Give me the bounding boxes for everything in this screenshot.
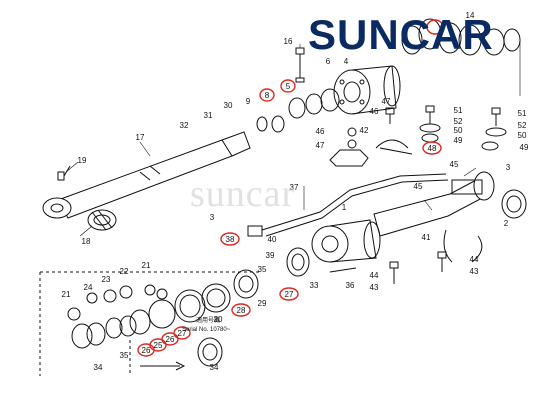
head-bushings xyxy=(256,88,340,133)
callout-3: 3 xyxy=(506,163,511,172)
callout-52b: 52 xyxy=(518,121,527,130)
callout-6: 6 xyxy=(326,57,331,66)
callout-21: 21 xyxy=(62,290,71,299)
callout-48: 48 xyxy=(428,144,437,153)
highlight-27a xyxy=(279,287,299,301)
callout-18: 18 xyxy=(82,237,91,246)
callout-40: 40 xyxy=(268,235,277,244)
callout-39: 39 xyxy=(266,251,275,260)
callout-46: 46 xyxy=(370,107,379,116)
highlight-48 xyxy=(422,141,442,155)
callout-43: 43 xyxy=(370,283,379,292)
callout-42: 42 xyxy=(360,126,369,135)
callout-22: 22 xyxy=(120,267,129,276)
mount-bolts xyxy=(329,251,447,284)
highlight-27b xyxy=(173,326,191,340)
callout-43b: 43 xyxy=(470,267,479,276)
highlight-25 xyxy=(149,338,167,352)
highlight-8 xyxy=(259,88,275,102)
piston xyxy=(233,219,381,299)
callout-26b: 26 xyxy=(142,346,151,355)
callout-27: 27 xyxy=(285,290,294,299)
callout-20: 20 xyxy=(214,315,223,324)
callout-44: 44 xyxy=(370,271,379,280)
callout-49b: 49 xyxy=(520,143,529,152)
highlight-5 xyxy=(280,79,296,93)
callout-46b: 46 xyxy=(316,127,325,136)
brand-logo: SUNCAR xyxy=(308,11,494,58)
callout-25: 25 xyxy=(154,341,163,350)
callout-26: 26 xyxy=(166,335,175,344)
serial-note-line2: Serial No. 10780~ xyxy=(182,327,231,333)
callout-36: 36 xyxy=(346,281,355,290)
callout-3b: 3 xyxy=(210,213,215,222)
callout-45b: 45 xyxy=(414,182,423,191)
callout-17: 17 xyxy=(136,133,145,142)
seal-kit xyxy=(71,283,231,349)
callout-45: 45 xyxy=(450,160,459,169)
tube-bushing xyxy=(501,189,527,219)
piston-rod xyxy=(42,131,251,219)
callout-47b: 47 xyxy=(316,141,325,150)
callout-2: 2 xyxy=(504,219,509,228)
callout-51b: 51 xyxy=(518,109,527,118)
callout-1: 1 xyxy=(342,203,347,212)
callout-27b: 27 xyxy=(178,329,187,338)
callout-35b: 35 xyxy=(120,351,129,360)
highlight-top xyxy=(426,19,444,35)
highlight-26 xyxy=(161,332,179,346)
callout-28: 28 xyxy=(237,306,246,315)
callout-14: 14 xyxy=(466,11,475,20)
serial-box xyxy=(39,271,260,376)
callout-51: 51 xyxy=(454,106,463,115)
callout-37: 37 xyxy=(290,183,299,192)
callout-44b: 44 xyxy=(470,255,479,264)
callout-16: 16 xyxy=(284,37,293,46)
highlight-28 xyxy=(231,303,251,317)
cylinder-head xyxy=(333,65,401,115)
rod-bushing xyxy=(87,209,117,231)
callout-29: 29 xyxy=(258,299,267,308)
callout-32: 32 xyxy=(180,121,189,130)
pipe-clamp xyxy=(329,139,413,167)
grease-nipple xyxy=(57,165,71,181)
bolt-16 xyxy=(295,47,305,83)
callout-47: 47 xyxy=(382,97,391,106)
callout-41: 41 xyxy=(422,233,431,242)
callout-38: 38 xyxy=(226,235,235,244)
cylinder-tube xyxy=(373,171,495,263)
callout-24: 24 xyxy=(84,283,93,292)
callout-49: 49 xyxy=(454,136,463,145)
highlight-38 xyxy=(220,232,240,246)
small-bushings xyxy=(67,284,168,321)
callout-34: 34 xyxy=(94,363,103,372)
callout-19: 19 xyxy=(78,156,87,165)
callout-9: 9 xyxy=(246,97,251,106)
callout-31: 31 xyxy=(204,111,213,120)
callout-35: 35 xyxy=(258,265,267,274)
callout-52: 52 xyxy=(454,117,463,126)
callout-50: 50 xyxy=(454,126,463,135)
callout-33: 33 xyxy=(310,281,319,290)
callout-21b: 21 xyxy=(142,261,151,270)
callout-34b: 34 xyxy=(210,363,219,372)
callout-50b: 50 xyxy=(518,131,527,140)
callout-8: 8 xyxy=(265,91,270,100)
highlight-markers xyxy=(137,19,444,357)
serial-note-line1: 適用号機 xyxy=(196,316,220,324)
callout-5: 5 xyxy=(286,82,291,91)
hydraulic-pipe xyxy=(247,173,449,237)
callout-4: 4 xyxy=(344,57,349,66)
callout-30: 30 xyxy=(224,101,233,110)
callout-23: 23 xyxy=(102,275,111,284)
head-rings xyxy=(401,18,521,56)
